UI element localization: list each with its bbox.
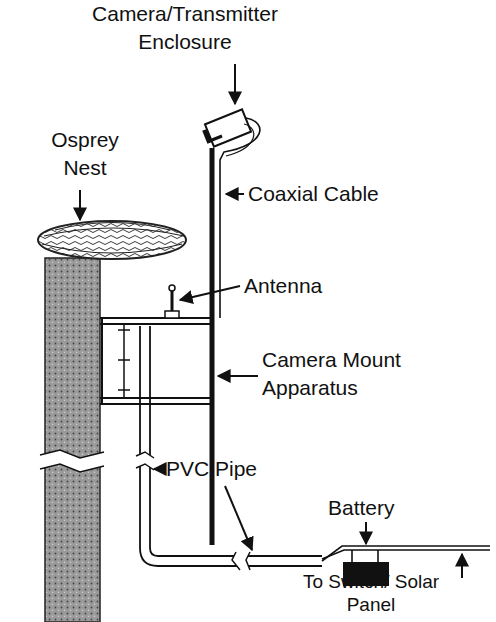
coaxial-cable: [226, 124, 254, 156]
part-label: Camera/Transmitter Enclosure: [60, 0, 310, 57]
part-label: Camera Mount Apparatus: [262, 346, 422, 403]
part-label: Coaxial Cable: [248, 180, 448, 208]
part-label: Battery: [328, 494, 448, 522]
part-label: PVC Pipe: [166, 455, 286, 483]
camera-mount-apparatus: [100, 148, 214, 545]
part-label: To Switch/ Solar Panel: [296, 571, 446, 617]
part-label: Osprey Nest: [30, 126, 140, 183]
wooden-pole: [45, 258, 100, 622]
leader-arrow: [80, 64, 462, 578]
camera-enclosure: [200, 109, 251, 148]
osprey-nest: [38, 221, 186, 259]
battery-wiring: [322, 546, 490, 562]
antenna: [165, 285, 179, 318]
nest-twigs: [42, 223, 184, 254]
part-label: Antenna: [244, 272, 404, 300]
